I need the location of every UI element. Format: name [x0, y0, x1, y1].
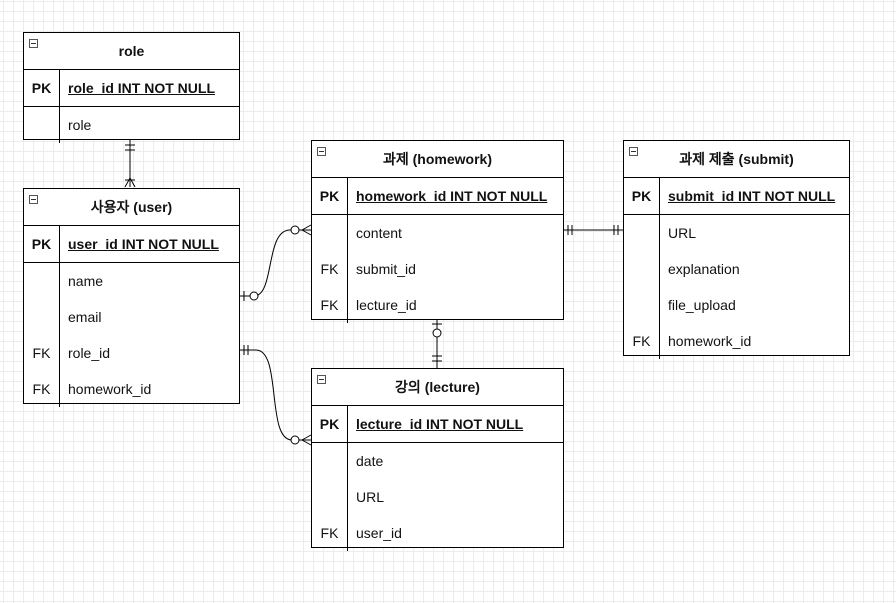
key-label: FK — [312, 251, 348, 287]
key-label — [24, 299, 60, 335]
field-row: email — [24, 299, 239, 335]
primary-key-row: PK role_id INT NOT NULL — [24, 70, 239, 107]
field-name: homework_id — [68, 381, 152, 397]
key-label: PK — [24, 70, 60, 106]
field-row: FK homework_id — [24, 371, 239, 407]
key-label — [312, 479, 348, 515]
key-label: FK — [312, 287, 348, 323]
field-name: explanation — [668, 261, 740, 277]
user-table[interactable]: 사용자 (user) PK user_id INT NOT NULL name … — [23, 188, 240, 407]
field-row: date — [312, 443, 563, 479]
key-label — [312, 215, 348, 251]
key-label: PK — [312, 406, 348, 442]
field-row: name — [24, 263, 239, 299]
key-label: PK — [624, 178, 660, 214]
field-row: FK user_id — [312, 515, 563, 551]
key-label: FK — [624, 323, 660, 359]
lecture-table[interactable]: 강의 (lecture) PK lecture_id INT NOT NULL … — [311, 368, 564, 551]
key-label — [24, 263, 60, 299]
key-label — [624, 215, 660, 251]
field-name: role_id — [68, 345, 111, 361]
collapse-icon[interactable] — [317, 147, 326, 156]
field-name: submit_id INT NOT NULL — [668, 188, 836, 204]
key-label — [624, 251, 660, 287]
field-name: content — [356, 225, 402, 241]
field-name: user_id INT NOT NULL — [68, 236, 219, 252]
primary-key-row: PK submit_id INT NOT NULL — [624, 178, 849, 215]
collapse-icon[interactable] — [29, 195, 38, 204]
table-title: 과제 제출 (submit) — [679, 151, 794, 167]
table-title: 사용자 (user) — [90, 199, 173, 215]
key-label — [624, 287, 660, 323]
field-row: FK homework_id — [624, 323, 849, 359]
field-name: submit_id — [356, 261, 416, 277]
homework-lecture-relationship[interactable] — [432, 320, 442, 368]
field-name: date — [356, 453, 384, 469]
key-label: FK — [24, 335, 60, 371]
key-label — [312, 443, 348, 479]
role-user-relationship[interactable] — [124, 140, 136, 188]
collapse-icon[interactable] — [29, 39, 38, 48]
field-name: URL — [668, 225, 697, 241]
homework-table[interactable]: 과제 (homework) PK homework_id INT NOT NUL… — [311, 140, 564, 323]
homework-submit-relationship[interactable] — [563, 225, 623, 235]
field-name: homework_id INT NOT NULL — [356, 188, 548, 204]
field-row: FK submit_id — [312, 251, 563, 287]
field-row: explanation — [624, 251, 849, 287]
field-name: email — [68, 309, 102, 325]
user-table-header: 사용자 (user) — [24, 189, 239, 226]
role-table-header: role — [24, 33, 239, 70]
field-row: URL — [312, 479, 563, 515]
field-name: lecture_id INT NOT NULL — [356, 416, 524, 432]
field-name: lecture_id — [356, 297, 417, 313]
field-row: file_upload — [624, 287, 849, 323]
field-name: file_upload — [668, 297, 736, 313]
user-lecture-relationship[interactable] — [240, 345, 312, 446]
table-title: role — [118, 43, 145, 59]
submit-table[interactable]: 과제 제출 (submit) PK submit_id INT NOT NULL… — [623, 140, 850, 359]
field-name: URL — [356, 489, 385, 505]
role-table[interactable]: role PK role_id INT NOT NULL role — [23, 32, 240, 143]
collapse-icon[interactable] — [317, 375, 326, 384]
key-label: FK — [24, 371, 60, 407]
primary-key-row: PK lecture_id INT NOT NULL — [312, 406, 563, 443]
collapse-icon[interactable] — [629, 147, 638, 156]
key-label: FK — [312, 515, 348, 551]
key-label: PK — [24, 226, 60, 262]
field-name: homework_id — [668, 333, 752, 349]
key-label — [24, 107, 60, 143]
field-name: role — [68, 117, 92, 133]
table-title: 강의 (lecture) — [395, 379, 480, 395]
field-name: name — [68, 273, 104, 289]
primary-key-row: PK homework_id INT NOT NULL — [312, 178, 563, 215]
submit-table-header: 과제 제출 (submit) — [624, 141, 849, 178]
key-label: PK — [312, 178, 348, 214]
primary-key-row: PK user_id INT NOT NULL — [24, 226, 239, 263]
field-row: content — [312, 215, 563, 251]
field-row: role — [24, 107, 239, 143]
lecture-table-header: 강의 (lecture) — [312, 369, 563, 406]
field-row: URL — [624, 215, 849, 251]
homework-table-header: 과제 (homework) — [312, 141, 563, 178]
field-row: FK role_id — [24, 335, 239, 371]
field-name: role_id INT NOT NULL — [68, 80, 215, 96]
table-title: 과제 (homework) — [383, 151, 492, 167]
field-row: FK lecture_id — [312, 287, 563, 323]
user-homework-relationship[interactable] — [240, 224, 312, 301]
field-name: user_id — [356, 525, 402, 541]
